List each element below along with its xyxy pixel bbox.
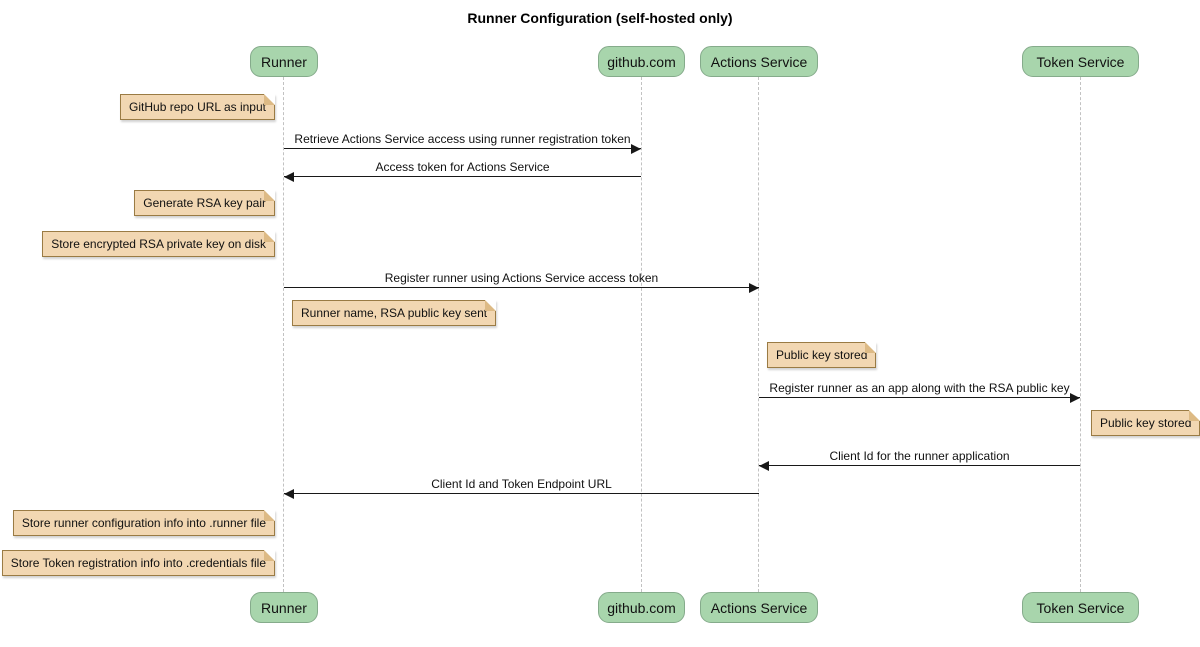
message-line: [284, 489, 759, 499]
message-line: [759, 461, 1080, 471]
participant-runner-top: Runner: [250, 46, 318, 77]
message-line: [284, 283, 759, 293]
participant-github-bottom: github.com: [598, 592, 685, 623]
arrowhead-right-icon: [1070, 393, 1080, 403]
note-public-key-stored-token: Public key stored: [1091, 410, 1200, 436]
arrowhead-left-icon: [284, 172, 294, 182]
message-label: Register runner using Actions Service ac…: [384, 271, 659, 285]
message-label: Retrieve Actions Service access using ru…: [294, 132, 631, 146]
diagram-title: Runner Configuration (self-hosted only): [467, 10, 733, 26]
message-access-token: Access token for Actions Service: [284, 160, 641, 182]
note-github-repo-url: GitHub repo URL as input: [120, 94, 275, 120]
arrowhead-right-icon: [749, 283, 759, 293]
message-register-runner: Register runner using Actions Service ac…: [284, 271, 759, 293]
participant-runner-bottom: Runner: [250, 592, 318, 623]
message-line: [284, 172, 641, 182]
participant-actions-service-top: Actions Service: [700, 46, 818, 77]
note-public-key-stored-actions: Public key stored: [767, 342, 877, 368]
lifeline-token-service: [1080, 77, 1081, 592]
participant-token-service-top: Token Service: [1022, 46, 1139, 77]
message-retrieve-actions-access: Retrieve Actions Service access using ru…: [284, 132, 641, 154]
note-runner-name-sent: Runner name, RSA public key sent: [292, 300, 497, 326]
message-label: Client Id for the runner application: [829, 449, 1010, 463]
arrowhead-right-icon: [631, 144, 641, 154]
note-store-runner-file: Store runner configuration info into .ru…: [12, 510, 276, 536]
participant-token-service-bottom: Token Service: [1022, 592, 1139, 623]
message-client-id: Client Id for the runner application: [759, 449, 1080, 471]
participant-github-top: github.com: [598, 46, 685, 77]
message-line: [284, 144, 641, 154]
lifeline-actions-service: [758, 77, 759, 592]
lifeline-runner: [283, 77, 284, 592]
message-register-app: Register runner as an app along with the…: [759, 381, 1080, 403]
message-client-id-endpoint: Client Id and Token Endpoint URL: [284, 477, 759, 499]
note-store-private-key: Store encrypted RSA private key on disk: [42, 231, 275, 257]
message-line: [759, 393, 1080, 403]
arrowhead-left-icon: [759, 461, 769, 471]
note-generate-rsa-key: Generate RSA key pair: [134, 190, 275, 216]
message-label: Register runner as an app along with the…: [769, 381, 1070, 395]
message-label: Client Id and Token Endpoint URL: [431, 477, 612, 491]
participant-actions-service-bottom: Actions Service: [700, 592, 818, 623]
lifeline-github: [641, 77, 642, 592]
arrowhead-left-icon: [284, 489, 294, 499]
note-store-credentials-file: Store Token registration info into .cred…: [1, 550, 276, 576]
message-label: Access token for Actions Service: [375, 160, 550, 174]
